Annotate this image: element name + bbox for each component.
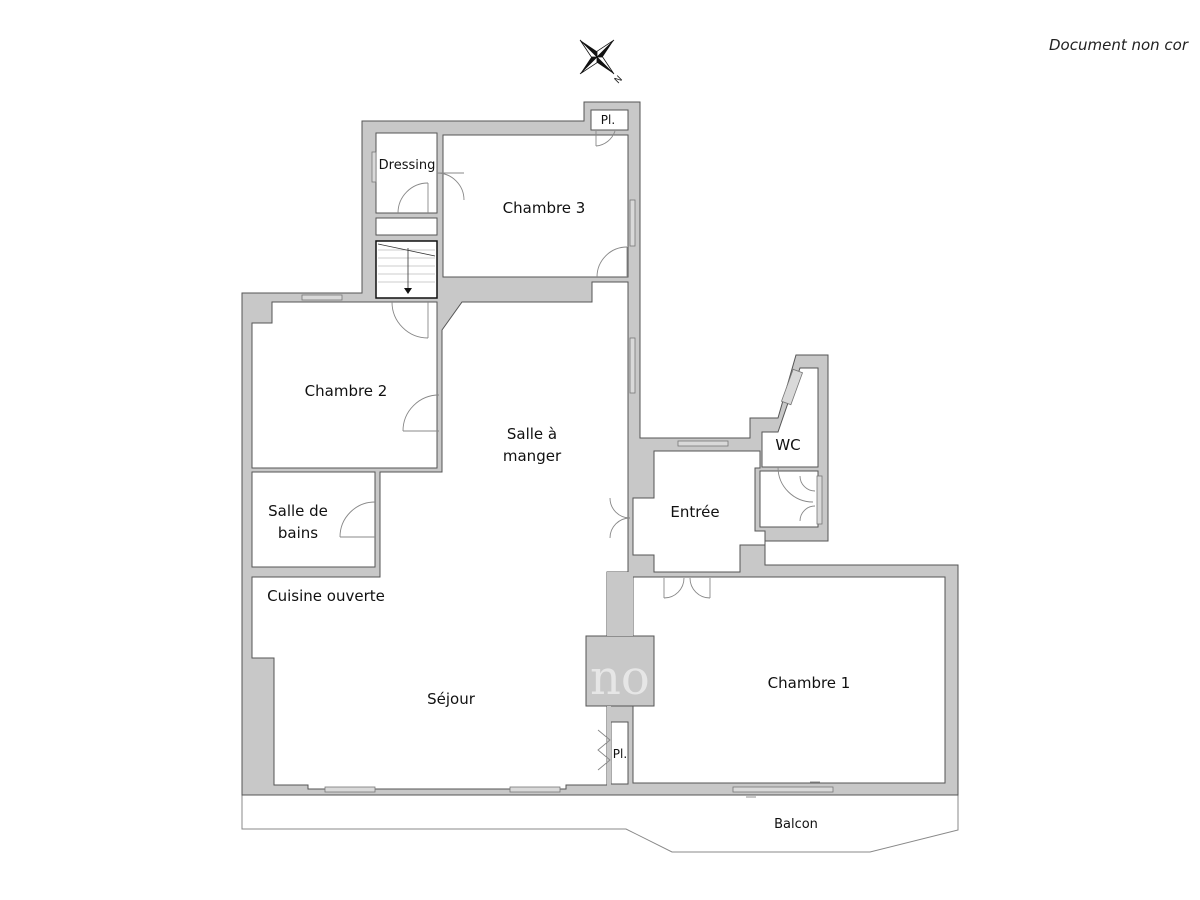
room-label-salle-de-bains: Salle de bains (268, 500, 328, 544)
room-label-entree: Entrée (670, 503, 720, 521)
room-label-wc: WC (775, 436, 801, 454)
room-label-balcon: Balcon (774, 817, 818, 832)
room-label-cuisine-ouverte: Cuisine ouverte (267, 587, 385, 605)
balcon-area (241, 794, 959, 853)
north-label: N (613, 74, 625, 86)
watermark: no (590, 650, 650, 706)
room-label-chambre-3: Chambre 3 (502, 199, 586, 217)
stair-arrow-icon (404, 288, 412, 294)
room-label-dressing: Dressing (378, 158, 436, 173)
room-label-placard-bottom: Pl. (612, 747, 628, 761)
salle-a-manger-line1: Salle à (506, 425, 558, 443)
room-label-placard-top: Pl. (600, 113, 616, 127)
salle-a-manger-line2: manger (502, 447, 562, 465)
room-label-chambre-1: Chambre 1 (767, 674, 851, 692)
disclaimer-text: Document non cor (1049, 36, 1189, 54)
room-label-salle-a-manger: Salle à manger (503, 423, 561, 467)
compass-rose-icon (579, 39, 615, 75)
salle-de-bains-line2: bains (277, 524, 319, 542)
salle-de-bains-line1: Salle de (268, 502, 328, 520)
room-label-sejour: Séjour (427, 690, 475, 708)
room-label-chambre-2: Chambre 2 (304, 382, 388, 400)
